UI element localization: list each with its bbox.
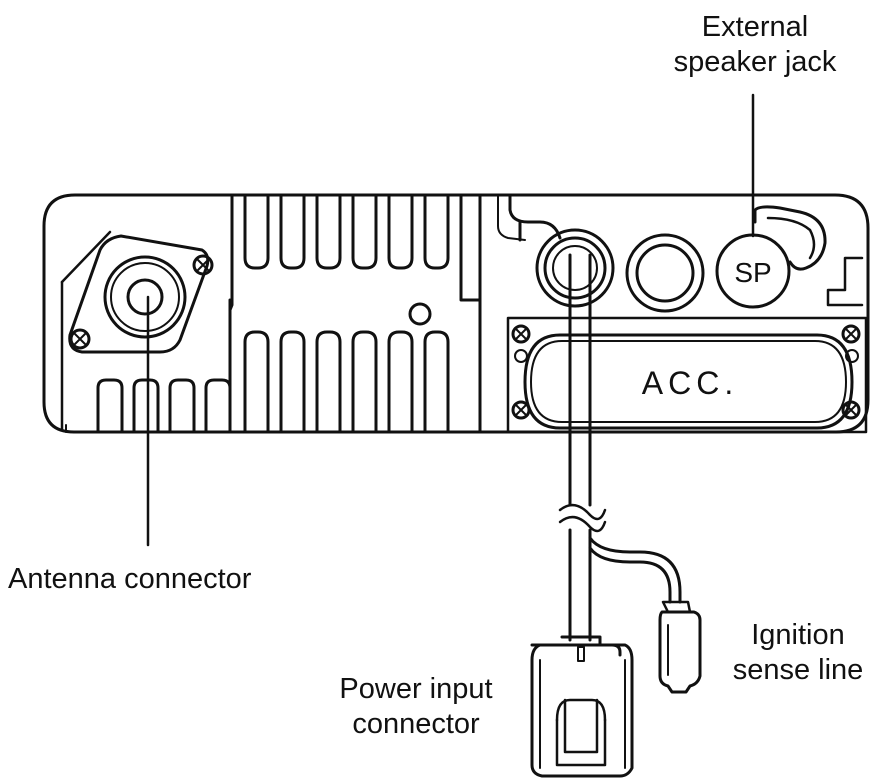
jack-cover-strap [753,205,827,271]
radio-body-outline [42,193,870,434]
power-cable [558,253,607,642]
power-input-label: Power input connector [316,672,516,742]
acc-panel-screws [511,324,861,420]
ignition-sense-label-line1: Ignition [751,619,845,651]
antenna-connector-label: Antenna connector [8,563,252,595]
acc-label: ACC. [642,365,738,401]
ignition-sense-label: Ignition sense line [718,618,878,688]
heatsink-fins-bottom [243,330,450,434]
heatsink-hole [408,302,432,326]
ignition-sense-label-line2: sense line [732,654,864,686]
antenna-connector [103,255,187,339]
power-input-label-line1: Power input [339,673,493,705]
speaker-jack-label-line1: External [701,11,809,43]
antenna-plate-screws [69,254,214,350]
heatsink-fins-top [228,193,482,312]
right-bracket [826,256,864,307]
ignition-sense-cable [588,536,682,604]
right-panel-border [508,193,562,242]
sp-label: SP [734,257,771,288]
heatsink-body [228,298,482,434]
speaker-jack-label: External speaker jack [655,10,855,80]
left-fins [96,378,232,434]
speaker-jack-label-line2: speaker jack [673,46,837,78]
power-input-plug [530,635,634,778]
blank-plug [625,233,705,313]
power-input-label-line2: connector [352,708,480,740]
power-connector-socket [535,228,615,308]
ignition-plug [658,600,702,694]
